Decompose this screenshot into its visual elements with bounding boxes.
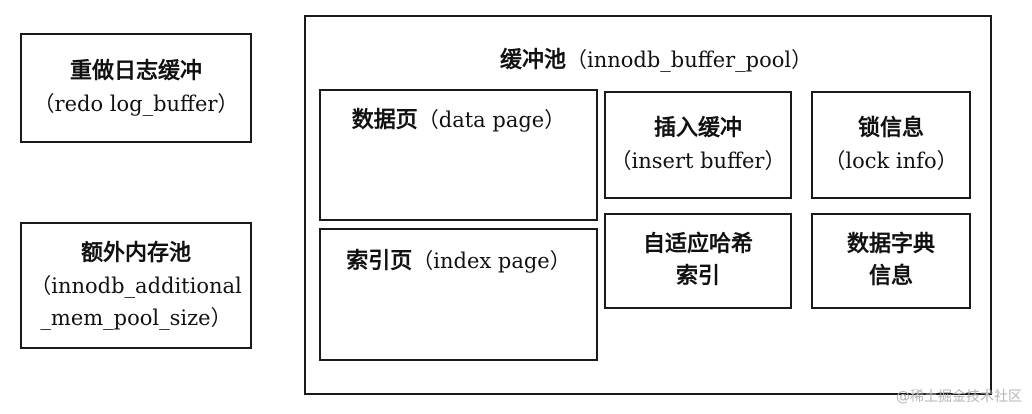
adaptive-hash-index-box: 自适应哈希 索引 — [604, 213, 792, 309]
buffer-pool-title-zh: 缓冲池 — [500, 48, 567, 73]
data-page-label: 数据页（data page） — [321, 105, 596, 137]
insert-buffer-box: 插入缓冲 （insert buffer） — [604, 91, 792, 199]
data-page-zh: 数据页 — [351, 108, 418, 133]
index-page-en: （index page） — [412, 249, 571, 273]
additional-mem-pool-title: 额外内存池 — [80, 240, 191, 266]
lock-info-box: 锁信息 （lock info） — [811, 91, 971, 199]
data-dictionary-box: 数据字典 信息 — [811, 213, 971, 309]
adaptive-hash-index-line2: 索引 — [675, 264, 720, 289]
data-dictionary-line2: 信息 — [868, 264, 913, 289]
redo-log-buffer-subtitle: （redo log_buffer） — [33, 92, 239, 116]
additional-mem-pool-line2: （innodb_additional — [30, 273, 242, 298]
insert-buffer-subtitle: （insert buffer） — [610, 149, 786, 173]
index-page-label: 索引页（index page） — [321, 246, 596, 278]
redo-log-buffer-title: 重做日志缓冲 — [69, 59, 202, 84]
additional-mem-pool-box: 额外内存池 （innodb_additional _mem_pool_size） — [20, 222, 252, 349]
buffer-pool-title: 缓冲池（innodb_buffer_pool） — [500, 42, 812, 74]
index-page-zh: 索引页 — [346, 249, 413, 274]
lock-info-subtitle: （lock info） — [824, 149, 958, 173]
redo-log-buffer-box: 重做日志缓冲 （redo log_buffer） — [20, 33, 252, 143]
watermark: @稀土掘金技术社区 — [896, 389, 1022, 405]
index-page-box: 索引页（index page） — [319, 228, 598, 361]
adaptive-hash-index-line1: 自适应哈希 — [642, 232, 753, 257]
data-page-en: （data page） — [417, 108, 566, 132]
data-page-box: 数据页（data page） — [319, 89, 598, 221]
lock-info-title: 锁信息 — [857, 116, 924, 141]
additional-mem-pool-line3: _mem_pool_size） — [40, 305, 232, 330]
buffer-pool-title-en: （innodb_buffer_pool） — [566, 48, 813, 72]
insert-buffer-title: 插入缓冲 — [653, 116, 742, 141]
data-dictionary-line1: 数据字典 — [846, 232, 935, 257]
